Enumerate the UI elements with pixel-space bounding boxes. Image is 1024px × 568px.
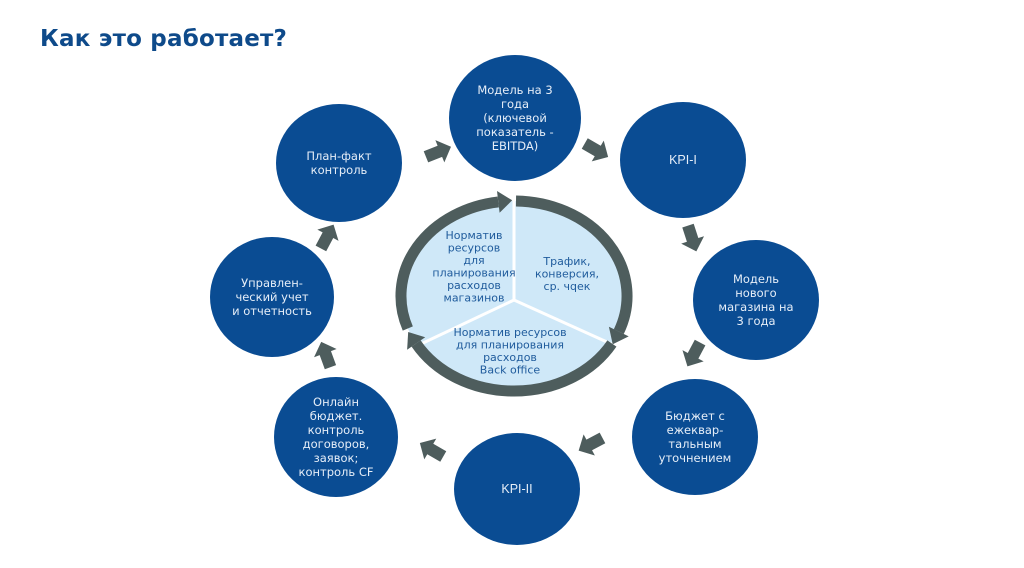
node-label: KPI-I <box>669 153 697 167</box>
flow-arrow-icon <box>314 341 337 370</box>
ring-arc-bottom <box>411 340 617 397</box>
sector-label-traffic-conversion: Трафик,конверсия,ср. чqек <box>535 255 599 293</box>
flow-arrow-icon <box>315 224 339 252</box>
node-label: KPI-II <box>501 482 532 496</box>
node-circle <box>276 104 402 222</box>
ring-arc-right <box>515 195 633 334</box>
flow-arrow-icon <box>578 432 606 456</box>
flow-arrow-icon <box>682 339 706 367</box>
cycle-node-kpi-2: KPI-II <box>454 433 580 545</box>
ring-arc-left <box>395 196 499 331</box>
ring-arrowhead-icon <box>407 332 426 350</box>
page-title: Как это работает? <box>40 26 288 52</box>
cycle-arrows <box>314 138 706 462</box>
ring-arrowhead-icon <box>608 326 629 345</box>
flow-arrow-icon <box>423 140 451 163</box>
flow-arrow-icon <box>419 438 447 462</box>
flow-arrow-icon <box>681 223 705 252</box>
cycle-ring <box>395 191 633 397</box>
sector-divider-right <box>513 298 619 349</box>
node-circle <box>449 55 581 181</box>
node-circle <box>632 379 758 495</box>
node-circle <box>620 102 746 218</box>
node-circle <box>274 377 398 497</box>
ring-arrowhead-icon <box>497 191 513 213</box>
node-circle <box>210 237 334 357</box>
node-circle <box>693 240 819 360</box>
flow-arrow-icon <box>581 138 609 162</box>
node-circle <box>454 433 580 545</box>
cycle-node-kpi-1: KPI-I <box>620 102 746 218</box>
